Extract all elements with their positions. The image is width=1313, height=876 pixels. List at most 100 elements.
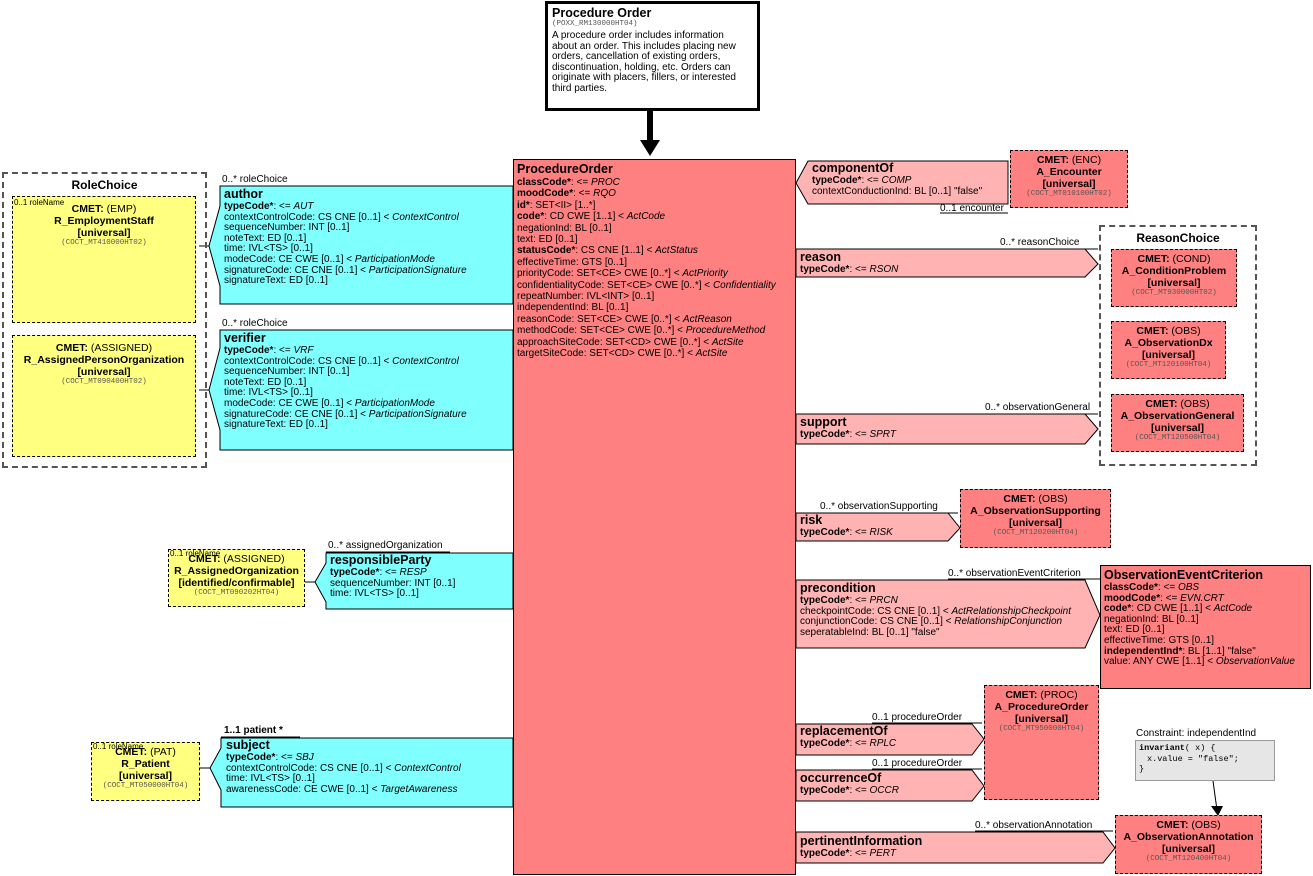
attribute-8: priorityCode: SET<CE> CWE [0..*] < ActPr… [517,268,728,280]
attribute-line-7: value: ANY CWE [1..1] < ObservationValue [1104,656,1295,668]
replacement-of-name: replacementOf [800,724,888,738]
responsible-party-name: responsibleParty [330,553,432,567]
entry-point-id: (POXX_RM130000HT04) [552,20,638,28]
cmet-name: R_AssignedOrganization [174,565,299,577]
attribute-line-0: typeCode*: <= COMP [812,175,912,186]
replacement-of-target-label: 0..1 procedureOrder [872,712,963,723]
precondition-target-label: 0..* observationEventCriterion [948,568,1081,579]
occurrence-of-shape [795,769,985,802]
attribute-6: statusCode*: CS CNE [1..1] < ActStatus [517,245,698,257]
attribute-line-4: time: IVL<TS> [0..1] [224,243,313,255]
risk-target-label: 0..* observationSupporting [820,501,938,512]
reason-target-label: 0..* reasonChoice [1000,237,1080,248]
attribute-5: text: ED [0..1] [517,234,578,246]
entry-point-desc: discontinuation, holding, etc. Orders ca… [552,61,731,73]
reason-choice-box: ReasonChoice [1099,225,1257,466]
entry-point-box: Procedure Order (POXX_RM130000HT04) A pr… [545,1,760,111]
attribute-line-4: text: ED [0..1] [1104,624,1165,636]
replacement-of-text: replacementOf typeCode*: <= RPLC [800,724,897,749]
attribute-line-2: time: IVL<TS> [0..1] [330,588,419,600]
constraint-pointer-head [1211,806,1223,816]
author-role-label: 0..* roleChoice [222,174,288,185]
cmet-id: (COCT_MT950000HT04) [998,725,1085,733]
attribute-line-1: contextConductionInd: BL [0..1] "false" [812,185,983,197]
attribute-11: independentInd: BL [0..1] [517,302,629,314]
attribute-line-7: signatureText: ED [0..1] [224,275,328,287]
verifier-name: verifier [224,331,266,345]
subject-role-label: 1..1 patient * [224,725,283,736]
attribute-line-1: contextControlCode: CS CNE [0..1] < Cont… [226,762,461,774]
attribute-line-0: typeCode*: <= RESP [330,567,427,578]
attribute-line-1: contextControlCode: CS CNE [0..1] < Cont… [224,355,459,367]
cmet-id: (COCT_MT120400HT04) [1145,855,1232,863]
attribute-line-0: classCode*: <= OBS [1104,582,1200,593]
cmet-name: A_ConditionProblem [1121,265,1227,277]
attribute-4: negationInd: BL [0..1] [517,222,612,234]
cmet-procedure-order: CMET: (PROC) A_ProcedureOrder [universal… [984,685,1099,800]
procedure-order-class-name: ProcedureOrder [517,162,613,176]
pertinent-information-text: pertinentInformation typeCode*: <= PERT [800,834,923,859]
cmet-id: (COCT_MT410000HT02) [61,239,147,247]
attribute-line-3: negationInd: BL [0..1] [1104,613,1199,625]
cmet-condition-problem: CMET: (COND) A_ConditionProblem [univers… [1111,249,1237,307]
attribute-line-5: effectiveTime: GTS [0..1] [1104,634,1215,646]
attribute-line-5: modeCode: CE CWE [0..1] < ParticipationM… [224,253,435,265]
risk-text: risk typeCode*: <= RISK [800,513,893,538]
attribute-line-3: seperatableInd: BL [0..1] "false" [800,626,940,638]
cmet-assigned-person-organization: CMET: (ASSIGNED) R_AssignedPersonOrganiz… [12,335,196,457]
precondition-shape [795,579,1101,649]
attribute-7: effectiveTime: GTS [0..1] [517,256,628,268]
verifier-role-label: 0..* roleChoice [222,318,288,329]
attribute-line-1: contextControlCode: CS CNE [0..1] < Cont… [224,211,459,223]
attribute-line-1: moodCode*: <= EVN.CRT [1104,592,1224,604]
cmet-assigned-organization: 0..1 roleName CMET: (ASSIGNED) R_Assigne… [168,549,305,607]
entry-point-desc: A procedure order includes information [552,30,724,41]
cmet-patient: 0..1 roleName CMET: (PAT) R_Patient [uni… [91,742,200,801]
attribute-line-5: modeCode: CE CWE [0..1] < ParticipationM… [224,397,435,409]
attribute-line-0: typeCode*: <= AUT [224,201,314,212]
attribute-2: id*: SET<II> [1..*] [517,199,596,211]
attribute-line-2: code*: CD CWE [1..1] < ActCode [1104,603,1253,615]
rolename-label: 0..1 roleName [170,549,221,558]
attribute-15: targetSiteCode: SET<CD> CWE [0..*] < Act… [517,348,728,360]
attribute-13: methodCode: SET<CE> CWE [0..*] < Procedu… [517,325,766,337]
risk-name: risk [800,513,823,527]
occurrence-of-name: occurrenceOf [800,771,882,785]
pertinent-information-target-label: 0..* observationAnnotation [975,820,1093,831]
cmet-name: A_ObservationDx [1124,337,1213,349]
observation-event-criterion-name: ObservationEventCriterion [1104,568,1264,582]
entry-arrow-head [640,140,660,156]
attribute-line-0: typeCode*: <= PRCN [800,595,898,606]
occurrence-of-target-label: 0..1 procedureOrder [872,758,963,769]
attribute-line-2: conjunctionCode: CS CNE [0..1] < Relatio… [800,616,1063,628]
reason-choice-title: ReasonChoice [1136,231,1220,245]
attribute-3: code*: CD CWE [1..1] < ActCode [517,211,666,223]
attribute-1: moodCode*: <= RQO [517,188,616,200]
constraint-keyword: invariant [1139,743,1185,753]
entry-point-desc: about an order. This includes placing ne… [552,40,736,52]
cmet-id: (COCT_MT090400HT02) [61,378,147,386]
rolename-label: 0..1 roleName [14,198,65,207]
attribute-line-1: sequenceNumber: INT [0..1] [330,577,456,589]
component-of-target-label: 0..1 encounter [940,203,1004,214]
attribute-line-4: time: IVL<TS> [0..1] [224,387,313,399]
entry-point-desc: third parties. [552,82,608,94]
cmet-name: R_AssignedPersonOrganization [23,354,185,366]
observation-event-criterion-class: ObservationEventCriterion classCode*: <=… [1100,565,1311,689]
role-choice-title: RoleChoice [71,178,138,192]
pertinent-information-shape [795,831,1116,864]
cmet-id: (COCT_MT120200HT04) [992,529,1079,537]
author-shape [208,185,514,305]
attribute-line-6: independentInd*: BL [1..1] "false" [1104,645,1256,657]
